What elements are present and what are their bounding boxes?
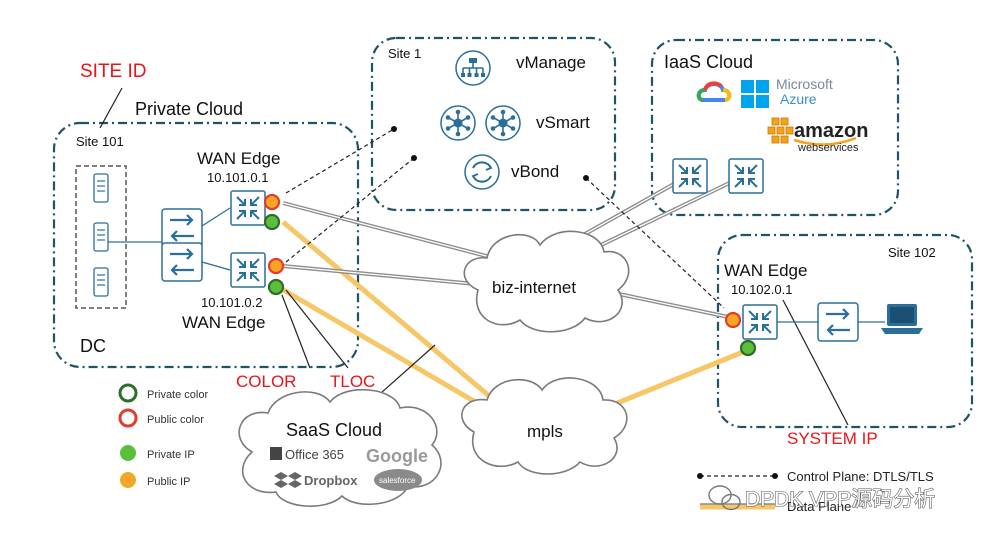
legend-private-color: Private color — [147, 389, 208, 401]
office365-icon — [270, 447, 282, 460]
site-102-boundary — [716, 233, 974, 429]
dropbox-icon — [274, 472, 302, 488]
server-icon — [93, 222, 109, 252]
vbond-label: vBond — [511, 162, 559, 181]
server-icon — [93, 173, 109, 203]
vmanage-label: vManage — [516, 53, 586, 72]
control-plane-links — [285, 128, 725, 309]
site-101-label: Site 101 — [76, 134, 124, 149]
dc-switch-icon — [160, 241, 204, 283]
annotation-pointers — [99, 87, 849, 426]
wan-edge-1-ip: 10.101.0.1 — [207, 170, 268, 185]
legend-markers — [118, 383, 778, 510]
site-id-annotation: SITE ID — [80, 61, 147, 82]
vmanage-icon — [455, 50, 491, 86]
system-ip-annotation: SYSTEM IP — [787, 429, 878, 448]
salesforce-label: salesforce — [379, 476, 416, 485]
wan-edge-2-label: WAN Edge — [182, 313, 265, 332]
iaas-cloud-boundary — [650, 38, 900, 217]
site102-wan-edge-router-icon — [742, 304, 778, 340]
iaas-router-icon — [672, 158, 708, 194]
biz-internet-cloud — [463, 230, 630, 333]
office365-label: Office 365 — [285, 447, 344, 462]
site102-wan-edge-ip: 10.102.0.1 — [731, 282, 792, 297]
legend-control-plane: Control Plane: DTLS/TLS — [787, 469, 934, 484]
iaas-cloud-title: IaaS Cloud — [664, 52, 753, 72]
dc-switch-icon — [160, 207, 204, 249]
vsmart-icon — [440, 105, 476, 141]
google-cloud-logo — [696, 81, 732, 102]
dc-label: DC — [80, 336, 106, 356]
dc-server-rack — [75, 165, 127, 309]
aws-boxes-logo — [767, 117, 794, 144]
vbond-icon — [464, 154, 500, 190]
site102-switch-icon — [816, 301, 860, 343]
microsoft-label: Microsoft — [776, 76, 833, 92]
private-cloud-site-boundary — [52, 121, 360, 369]
windows-logo — [741, 80, 769, 108]
server-icon — [93, 267, 109, 297]
azure-label: Azure — [780, 91, 817, 107]
webservices-label: webservices — [797, 142, 859, 154]
site-102-label: Site 102 — [888, 245, 936, 260]
salesforce-icon — [374, 469, 422, 491]
vsmart-icon — [485, 105, 521, 141]
private-cloud-title: Private Cloud — [135, 99, 243, 119]
watermark-text: DPDK VPP源码分析 — [745, 488, 935, 511]
wan-edge-2-ip: 10.101.0.2 — [201, 295, 262, 310]
saas-cloud-title: SaaS Cloud — [286, 420, 382, 440]
amazon-label: amazon — [794, 120, 868, 142]
vsmart-label: vSmart — [536, 113, 590, 132]
google-label: Google — [366, 446, 428, 466]
wan-edge-router-icon — [230, 252, 266, 288]
tloc-markers — [263, 193, 757, 357]
amazon-smile-logo — [793, 136, 857, 146]
wan-edge-1-label: WAN Edge — [197, 149, 280, 168]
biz-internet-label: biz-internet — [492, 278, 576, 297]
legend-private-ip: Private IP — [147, 449, 195, 461]
wechat-watermark-icon — [708, 485, 741, 511]
legend-public-color: Public color — [147, 414, 204, 426]
controller-site-boundary — [370, 36, 617, 212]
site102-wan-edge-label: WAN Edge — [724, 261, 807, 280]
laptop-icon — [881, 304, 923, 334]
wan-edge-router-icon — [230, 190, 266, 226]
legend-data-plane: Data Plane — [787, 499, 851, 514]
mpls-label: mpls — [527, 422, 563, 441]
color-annotation: COLOR — [236, 372, 296, 391]
iaas-router-icon — [728, 158, 764, 194]
site-1-label: Site 1 — [388, 46, 421, 61]
tloc-annotation: TLOC — [330, 372, 375, 391]
legend-public-ip: Public IP — [147, 476, 190, 488]
mpls-cloud — [461, 377, 628, 475]
dropbox-label: Dropbox — [304, 473, 358, 488]
